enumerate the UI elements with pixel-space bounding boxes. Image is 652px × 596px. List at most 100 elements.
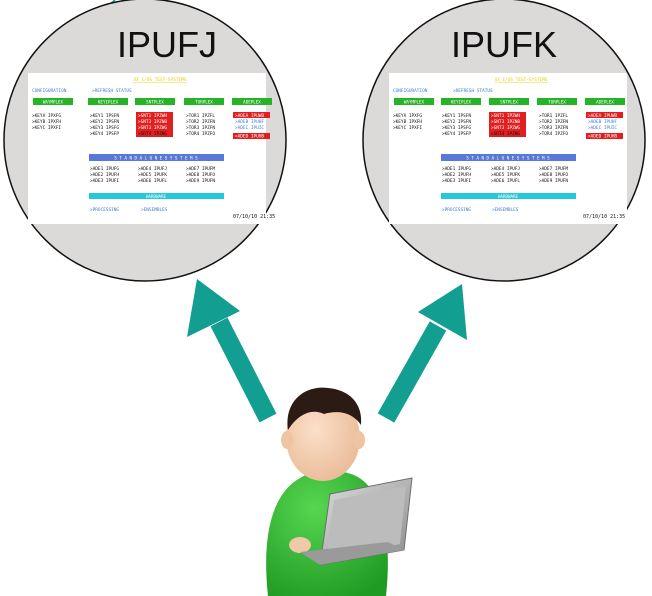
user-hand [289, 537, 311, 553]
system-entry[interactable]: >SRT4 IPZNG [138, 131, 167, 137]
config-label[interactable]: CONFIGURATION [393, 88, 428, 94]
system-entry[interactable]: >TOR2 IPZFN [539, 119, 568, 125]
system-entry[interactable]: >KEY2 IPSFN [90, 119, 119, 125]
terminal-screen: XX I/OS TEST-SYSTEMS CONFIGURATION >REFR… [28, 73, 275, 224]
ensembles-link[interactable]: >ENSEMBLES [492, 207, 519, 213]
system-entry[interactable]: >ADE1 IPUFG [90, 166, 119, 172]
system-entry[interactable]: >ADE2 IPUFH [90, 172, 119, 178]
group-header-bar [489, 98, 529, 105]
processing-link[interactable]: >PROCESSING [442, 207, 471, 213]
group-header-waymplex: WAYMPLEX [404, 100, 425, 105]
group-header-bar [184, 98, 224, 105]
system-entry[interactable]: >ADED IPUHB [235, 134, 264, 140]
system-entry[interactable]: >SNT3 IPZWG [138, 125, 167, 131]
system-entry[interactable]: >TOR1 IPZFL [186, 113, 215, 119]
system-entry[interactable]: >ADE3 IPUFI [90, 178, 119, 184]
system-entry[interactable]: >ADE7 IPUFM [186, 166, 215, 172]
system-entry[interactable]: >KEYA IPXFG [393, 113, 422, 119]
system-entry[interactable]: >SNT3 IPZNB [491, 119, 520, 125]
system-entry[interactable]: >ADE8 IPUFO [186, 172, 215, 178]
system-entry[interactable]: >TOR4 IPZFO [186, 131, 215, 137]
arrow-shaft [210, 317, 277, 423]
system-entry[interactable]: >ADE3 IPUFI [442, 178, 471, 184]
group-header-bar [441, 98, 481, 105]
group-header-sntplex: SNTPLEX [146, 100, 164, 105]
system-entry[interactable]: >ADE1 IPUFG [442, 166, 471, 172]
group-header-torplex: TORPLEX [548, 100, 566, 105]
system-entry[interactable]: >KEYB IPXFH [393, 119, 422, 125]
system-entry[interactable]: >SNT3 IPZNB [138, 119, 167, 125]
system-entry[interactable]: >ADEB IPUHF [588, 119, 617, 125]
system-entry[interactable]: >KEY4 IPSFP [442, 131, 471, 137]
system-entry[interactable]: >ADEB IPUHF [235, 119, 264, 125]
system-entry[interactable]: >ADEA IPUWB [588, 113, 617, 119]
system-entry[interactable]: >ADE4 IPUFJ [491, 166, 520, 172]
system-entry[interactable]: >KEYC IPXFI [32, 125, 61, 131]
arrow-head [187, 279, 240, 337]
system-entry[interactable]: >KEY1 IPSFN [442, 113, 471, 119]
processing-link[interactable]: >PROCESSING [90, 207, 119, 213]
system-entry[interactable]: >ADE5 IPUFK [138, 172, 167, 178]
standalone-header-bar [89, 154, 224, 161]
system-entry[interactable]: >ADE6 IPUFL [491, 178, 520, 184]
group-header-bar [232, 98, 272, 105]
system-entry[interactable]: >ADEC IPUIC [235, 125, 264, 131]
hardware-header: HARDWARE [146, 194, 167, 199]
arrow-head [418, 284, 467, 340]
system-entry[interactable]: >TOR3 IPZFN [186, 125, 215, 131]
user-hair [287, 387, 362, 430]
system-entry[interactable]: >ADEA IPUWB [235, 113, 264, 119]
system-entry[interactable]: >KEY4 IPSFP [90, 131, 119, 137]
terminal-screen: XX I/OS TEST-SYSTEMS CONFIGURATION >REFR… [389, 73, 627, 224]
screen-banner: XX I/OS TEST-SYSTEMS [495, 77, 548, 83]
system-entry[interactable]: >ADE5 IPUFK [491, 172, 520, 178]
refresh-link[interactable]: >REFRESH STATUS [92, 88, 132, 94]
red-highlight-aded [233, 133, 270, 139]
system-entry[interactable]: >ADE7 IPUFM [539, 166, 568, 172]
system-entry[interactable]: >ADE6 IPUFL [138, 178, 167, 184]
group-header-sntplex: SNTPLEX [500, 100, 518, 105]
ensembles-link[interactable]: >ENSEMBLES [141, 207, 168, 213]
system-entry[interactable]: >ADE8 IPUFO [539, 172, 568, 178]
laptop-icon [300, 477, 413, 566]
system-entry[interactable]: >ADED IPUHB [588, 134, 617, 140]
red-highlight-aded [586, 133, 623, 139]
red-highlight-adea [586, 112, 623, 118]
system-entry[interactable]: >TOR3 IPZFN [539, 125, 568, 131]
system-entry[interactable]: >ADE4 IPUFJ [138, 166, 167, 172]
system-entry[interactable]: >KEYB IPXFH [32, 119, 61, 125]
red-highlight-sntplex [489, 112, 526, 137]
system-entry[interactable]: >ADE2 IPUFH [442, 172, 471, 178]
system-entry[interactable]: >SNT1 IPZWH [138, 113, 167, 119]
screen-background [389, 73, 627, 224]
red-highlight-adea [233, 112, 270, 118]
system-entry[interactable]: >SNT3 IPZWG [491, 125, 520, 131]
system-entry[interactable]: >KEY2 IPSFN [442, 119, 471, 125]
laptop-base [300, 542, 404, 565]
group-header-waymplex: WAYMPLEX [43, 100, 64, 105]
system-entry[interactable]: >KEYC IPXFI [393, 125, 422, 131]
screen-background [28, 73, 266, 224]
system-entry[interactable]: >SRT4 IPZNG [491, 131, 520, 137]
system-entry[interactable]: >ADE9 IPUFN [539, 178, 568, 184]
refresh-link[interactable]: >REFRESH STATUS [453, 88, 493, 94]
screen-timestamp: 07/10/10 21:35 [583, 214, 625, 220]
system-entry[interactable]: >ADE9 IPUFN [186, 178, 215, 184]
standalone-header: S T A N D A L O N E S Y S T E M S [114, 156, 198, 161]
screen-banner: XX I/OS TEST-SYSTEMS [134, 77, 187, 83]
group-header-bar [33, 98, 73, 105]
config-label[interactable]: CONFIGURATION [32, 88, 67, 94]
system-entry[interactable]: >SNT1 IPZWH [491, 113, 520, 119]
system-entry[interactable]: >ADEC IPUIC [588, 125, 617, 131]
magnifier-circle-ipufk: IPUFK XX I/OS TEST-SYSTEMS CONFIGURATION… [362, 0, 646, 282]
circle-title: IPUFK [451, 24, 557, 65]
system-entry[interactable]: >KEY3 IPSFG [442, 125, 471, 131]
group-header-bar [135, 98, 175, 105]
system-entry[interactable]: >KEYA IPXFG [32, 113, 61, 119]
system-entry[interactable]: >KEY3 IPSFG [90, 125, 119, 131]
system-entry[interactable]: >TOR4 IPZFO [539, 131, 568, 137]
system-entry[interactable]: >TOR2 IPZFN [186, 119, 215, 125]
system-entry[interactable]: >KEY1 IPSFN [90, 113, 119, 119]
system-entry[interactable]: >TOR1 IPZFL [539, 113, 568, 119]
